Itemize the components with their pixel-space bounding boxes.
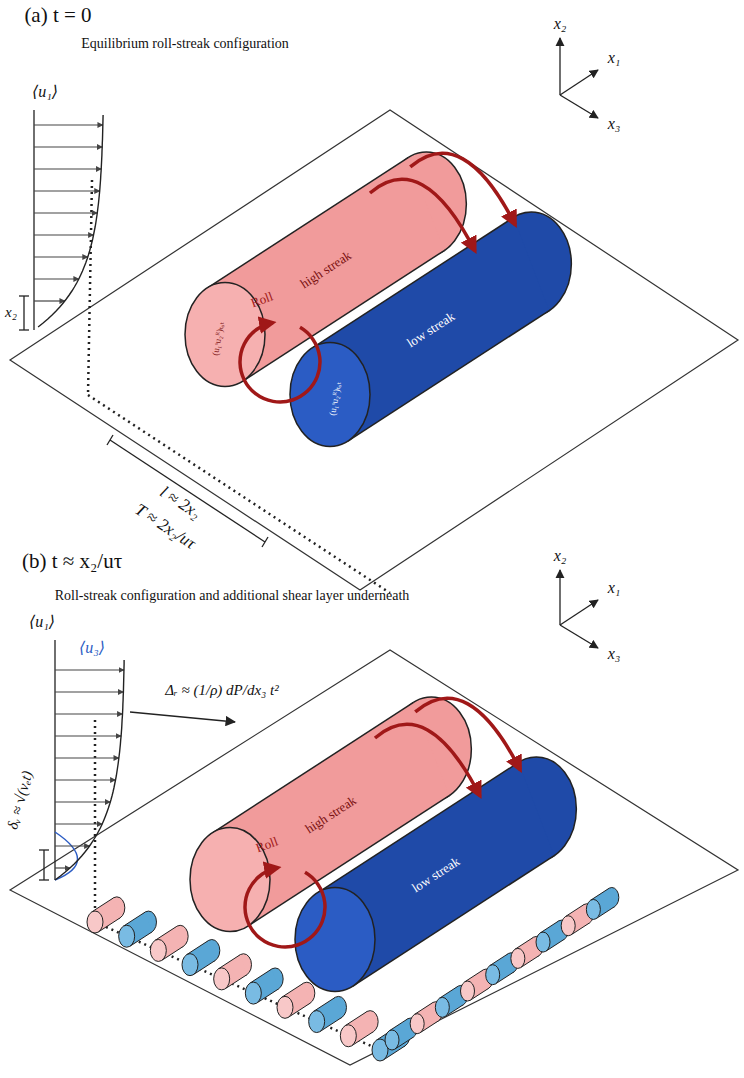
profile-arrow (34, 256, 88, 257)
cylinder-front (119, 925, 135, 947)
cylinder-edge (353, 856, 554, 987)
cylinder-edge (345, 1012, 367, 1026)
cylinder-front (536, 932, 550, 952)
profile-arrow (55, 713, 122, 714)
cylinder-edge (465, 970, 483, 982)
axis-label: x₃ (608, 645, 621, 663)
profile-arrow (55, 757, 119, 758)
cylinder-edge (313, 997, 335, 1011)
cylinder-edge (187, 941, 209, 955)
profile-arrow (55, 735, 121, 736)
cylinder-edge (515, 937, 533, 949)
roll-arrow (375, 724, 480, 796)
profile-label: ⟨u₃⟩ (79, 639, 105, 657)
cylinder-front (182, 954, 198, 976)
profile-arrow (34, 278, 79, 279)
cylinder-front (511, 948, 525, 968)
profile-curve (55, 660, 124, 880)
roll-arrow (245, 868, 325, 947)
panel-title: (b) t ≈ x₂/uτ (22, 550, 122, 573)
cylinder-edge (317, 763, 518, 894)
cylinder-edge (389, 1019, 407, 1031)
displacement-arrow (130, 712, 235, 722)
panel-subtitle: Roll-streak configuration and additional… (55, 588, 410, 603)
profile-arrow (55, 823, 102, 824)
profile-arrow (55, 779, 116, 780)
cylinder-edge (212, 703, 413, 834)
cylinder-front (245, 982, 261, 1004)
cylinder-front (87, 911, 103, 933)
low-streak-cylinder: low streak(u₁ˢu₂ᴿ)ₜₒₜ (287, 209, 574, 450)
cylinder-front (561, 916, 575, 936)
cylinder-front (435, 997, 449, 1017)
cylinder-edge (282, 983, 304, 997)
wall-plane (10, 650, 738, 1065)
profile-arrow (55, 691, 123, 692)
axis-label: x₁ (608, 49, 621, 67)
axis-label: x₁ (608, 579, 621, 597)
panel-title: (a) t = 0 (24, 4, 91, 27)
cylinder-front (410, 1014, 424, 1034)
roll-arrow (370, 179, 475, 251)
profile-arrow (34, 190, 100, 191)
cylinder-edge (312, 218, 513, 349)
velocity-profile (34, 115, 124, 880)
profile-curve (38, 115, 103, 327)
profile-arrow (34, 168, 101, 169)
thickness-label: δᵥ ≈ √(νₑt) (4, 769, 35, 831)
profile-axis (54, 640, 55, 880)
displacement-label: Δᵣ ≈ (1/ρ) dP/dx₃ t² (165, 682, 278, 699)
roll-arrow (410, 153, 515, 225)
profile-arrow (34, 300, 65, 301)
cylinder-front (277, 996, 293, 1018)
profile-arrow (55, 867, 70, 868)
cylinder-edge (123, 912, 145, 926)
cylinder-front (309, 1011, 325, 1033)
cylinder-front (150, 939, 166, 961)
profile-label: ⟨u₁⟩ (29, 613, 55, 631)
profile-arrow (55, 669, 124, 670)
cylinder-edge (207, 158, 408, 289)
cylinder-edge (490, 954, 508, 966)
panel-subtitle: Equilibrium roll-streak configuration (81, 36, 289, 51)
cylinder-edge (565, 905, 583, 917)
cylinder-edge (218, 955, 240, 969)
cylinder-front (340, 1025, 356, 1047)
cylinder-front (385, 1030, 399, 1050)
cylinder-edge (155, 926, 177, 940)
axis-label: x₃ (608, 115, 621, 133)
profile-arrow (34, 234, 94, 235)
low-streak-cylinder: low streak (292, 754, 579, 995)
shear-layer-streaks (87, 887, 619, 1061)
profile-arrow (55, 801, 110, 802)
profile-arrow (34, 124, 103, 125)
wall-plane (10, 110, 738, 590)
cylinder-edge (348, 311, 549, 442)
profile-label: ⟨u₁⟩ (32, 83, 58, 101)
roll-arrow (240, 323, 320, 402)
cylinder-front (214, 968, 230, 990)
profile-arrow (34, 212, 97, 213)
roll-arrow (415, 698, 520, 770)
cylinder-front (461, 981, 475, 1001)
cylinder-front (486, 965, 500, 985)
cylinder-edge (439, 986, 457, 998)
cylinder-edge (92, 898, 114, 912)
axis-label: x₂ (554, 15, 567, 33)
height-label: x₂ (5, 304, 17, 321)
profile-arrow (55, 845, 90, 846)
spanwise-profile (55, 832, 78, 880)
cylinder-edge (540, 921, 558, 933)
cylinder-edge (414, 1003, 432, 1015)
cylinder-edge (250, 969, 272, 983)
cylinder-edge (590, 888, 608, 900)
dotted-line (94, 720, 97, 922)
dotted-line (88, 180, 92, 395)
profile-arrow (34, 146, 102, 147)
axis-label: x₂ (554, 547, 567, 565)
profile-axis (33, 110, 34, 330)
cylinder-front (586, 899, 600, 919)
